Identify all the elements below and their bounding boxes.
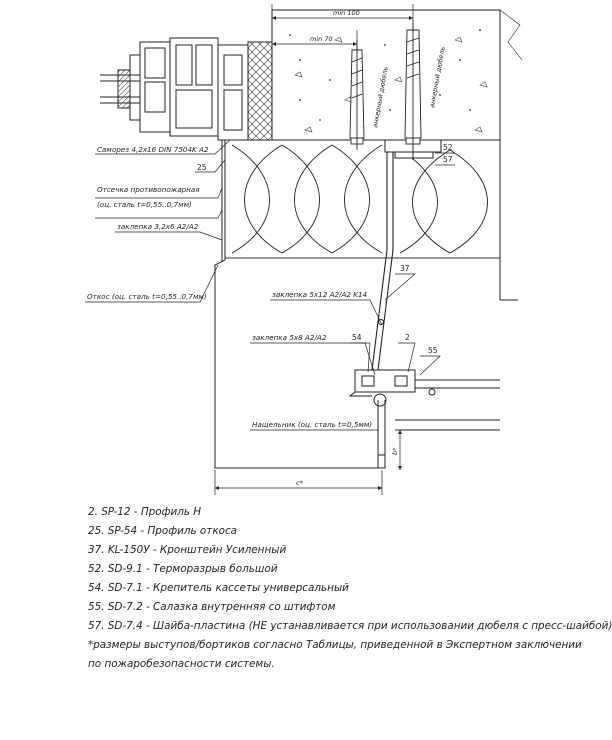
callout-screw: Саморез 4,2х16 DIN 7504K A2 — [97, 145, 209, 154]
sealant-block — [247, 41, 273, 141]
leader-lines — [85, 139, 455, 431]
dimension-c — [214, 470, 383, 495]
window-frame — [129, 37, 249, 141]
callout-slope: Откос (оц. сталь t=0,55..0,7мм) — [87, 292, 207, 301]
dimension-min70-label: min 70 — [310, 35, 333, 43]
legend-item: 2. SP-12 - Профиль Н — [88, 506, 202, 518]
dimension-min100 — [271, 4, 414, 40]
callout-trim: Нащельник (оц. сталь t=0,5мм) — [252, 420, 372, 429]
dimension-c-label: c* — [296, 479, 304, 487]
callout-57: 57 — [443, 155, 453, 164]
legend-item: 57. SD-7.4 - Шайба-пластина (НЕ устанавл… — [88, 620, 612, 632]
legend-item: 54. SD-7.1 - Крепитель кассеты универсал… — [88, 582, 349, 594]
bracket-kl150 — [371, 152, 394, 371]
callout-37: 37 — [400, 264, 410, 273]
callout-rivet-5x8: заклепка 5х8 A2/A2 — [252, 333, 327, 342]
insulation — [224, 139, 501, 259]
footnote-line: *размеры выступов/бортиков согласно Табл… — [88, 639, 582, 651]
legend-item: 55. SD-7.2 - Салазка внутренняя со штифт… — [88, 601, 336, 613]
legend-item: 25. SP-54 - Профиль откоса — [88, 525, 238, 537]
callout-firestop-line1: Отсечка противопожарная — [97, 185, 200, 194]
callout-25: 25 — [197, 163, 207, 172]
callout-rivet-5x12: заклепка 5х12 A2/A2 K14 — [272, 290, 368, 299]
glazing — [100, 69, 140, 109]
footnote-line: по пожаробезопасности системы. — [88, 658, 275, 670]
callout-rivet-32: заклепка 3,2х6 A2/A2 — [117, 222, 199, 231]
slope-profile — [214, 139, 380, 469]
dimension-min100-label: min 100 — [333, 9, 360, 17]
callout-firestop-line2: (оц. сталь t=0,55..0,7мм) — [97, 200, 192, 209]
callout-52: 52 — [443, 143, 453, 152]
anchor-dowel-2 — [404, 20, 422, 160]
legend-list: 2. SP-12 - Профиль Н 25. SP-54 - Профиль… — [88, 503, 612, 674]
technical-drawing: анкерный дюбель анкерный дюбель min 100 … — [85, 4, 523, 495]
callout-2: 2 — [405, 333, 410, 342]
dimension-b-label: b* — [391, 447, 399, 455]
legend-item: 37. KL-150У - Кронштейн Усиленный — [88, 544, 287, 556]
dimension-min70 — [272, 30, 358, 50]
legend-item: 52. SD-9.1 - Терморазрыв большой — [88, 563, 278, 575]
anchor-dowel-1 — [349, 40, 365, 150]
callout-55: 55 — [428, 346, 438, 355]
callout-54: 54 — [352, 333, 362, 342]
cassette-assembly — [348, 369, 500, 469]
